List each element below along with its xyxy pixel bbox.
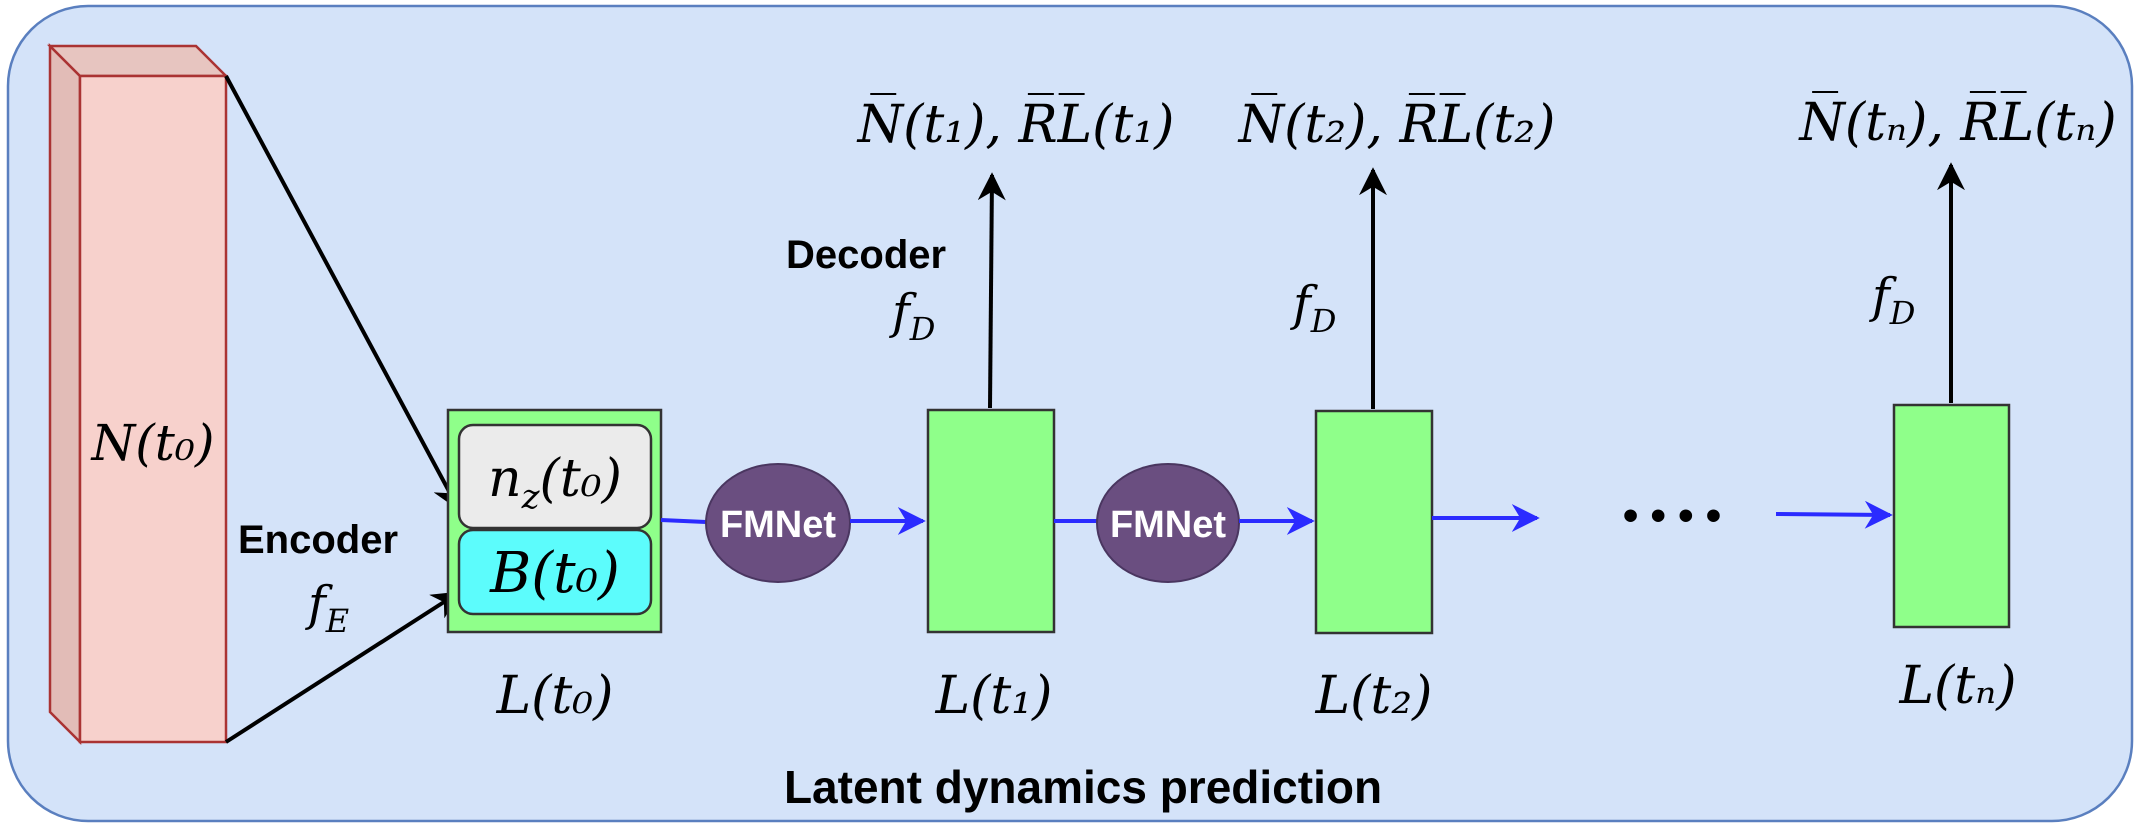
input-tensor: N(t₀) — [46, 42, 230, 746]
input-tensor-label: N(t₀) — [91, 414, 215, 472]
latent-caption-t1: L(t₁) — [935, 666, 1053, 726]
diagram-title: Latent dynamics prediction — [784, 761, 1382, 813]
latent-caption-tn: L(tₙ) — [1898, 656, 2016, 716]
latent-state-tn — [1892, 403, 2011, 629]
output-label-tn: N̅(tₙ), R̅L̅(tₙ) — [1797, 90, 2116, 153]
latent-state-t2 — [1314, 409, 1434, 635]
fmnet-label-1: FMNet — [720, 504, 836, 546]
b-label: B(t₀) — [489, 541, 620, 606]
latent-caption-t2: L(t₂) — [1315, 666, 1433, 726]
latent-caption-t0: L(t₀) — [496, 666, 614, 726]
latent-state-t1 — [926, 408, 1056, 634]
decoder-label: Decoder — [786, 233, 946, 277]
latent-state-t0: nz(t₀) B(t₀) — [446, 408, 663, 634]
encoder-arrow-bottom — [224, 591, 461, 744]
encoder-symbol: fE — [305, 576, 349, 640]
flow-arrow-0 — [660, 518, 707, 524]
encoder-label: Encoder — [238, 518, 398, 562]
encoder-arrow-top — [224, 75, 460, 511]
flow-arrow-5 — [1775, 500, 1893, 529]
nz-label: nz(t₀) — [488, 449, 622, 517]
ellipsis: • • • • — [1623, 491, 1721, 540]
decoder-arrow-1 — [977, 172, 1006, 409]
fmnet-label-2: FMNet — [1110, 504, 1226, 546]
output-label-t2: N̅(t₂), R̅L̅(t₂) — [1237, 92, 1556, 155]
b-box — [457, 528, 653, 616]
output-label-t1: N̅(t₁), R̅L̅(t₁) — [856, 92, 1175, 155]
nz-box — [457, 423, 653, 530]
